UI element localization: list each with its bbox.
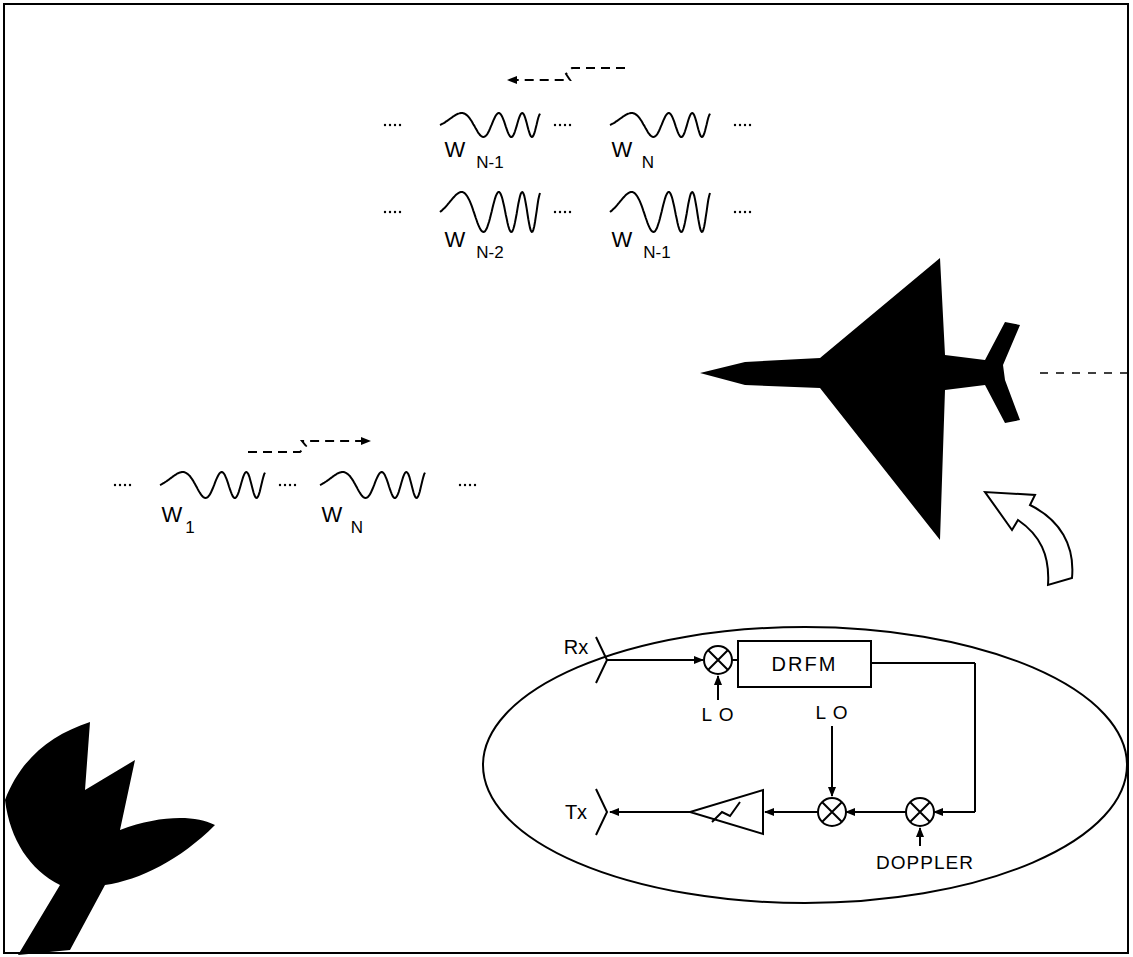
- ellipsis-dot: [464, 484, 466, 486]
- ellipsis-dot: [384, 211, 386, 213]
- ellipsis-dot: [554, 124, 556, 126]
- ellipsis-dot: [744, 211, 746, 213]
- waveform-subscript: N-1: [476, 154, 503, 171]
- ellipsis-dot: [129, 484, 131, 486]
- port-label: Rx: [564, 637, 588, 657]
- ellipsis-dot: [564, 124, 566, 126]
- waveform-letter: W: [162, 504, 183, 526]
- dashed-arrow: [508, 68, 625, 80]
- waveform-subscript: N: [642, 154, 654, 171]
- ellipsis-dot: [399, 124, 401, 126]
- waveform-subscript: N: [351, 519, 363, 536]
- ellipsis-dot: [289, 484, 291, 486]
- chirp-waveform: [440, 113, 540, 137]
- ellipsis-dot: [394, 124, 396, 126]
- ellipsis-dot: [389, 211, 391, 213]
- chirp-waveform: [320, 472, 425, 498]
- ellipsis-dot: [554, 211, 556, 213]
- port-label: Tx: [565, 802, 587, 822]
- ellipsis-dot: [394, 211, 396, 213]
- chirp-waveform: [610, 192, 710, 232]
- chirp-waveform: [440, 192, 540, 232]
- waveform-letter: W: [322, 504, 343, 526]
- flight-line: [1040, 372, 1133, 374]
- ellipsis-dot: [749, 124, 751, 126]
- bird-missile: [5, 722, 215, 955]
- jet-aircraft: [700, 258, 1020, 540]
- drfm-box: DRFM: [737, 640, 872, 688]
- ellipsis-dot: [119, 484, 121, 486]
- jammer-oval: [483, 627, 1127, 903]
- ellipsis-dot: [279, 484, 281, 486]
- waveform-letter: W: [612, 229, 633, 251]
- ellipsis-dot: [474, 484, 476, 486]
- waveforms: [160, 113, 710, 498]
- signal-label: L O: [814, 702, 851, 723]
- ellipsis-dot: [124, 484, 126, 486]
- ellipsis-dot: [284, 484, 286, 486]
- waveform-subscript: N-2: [476, 244, 503, 261]
- frame: [4, 4, 1128, 953]
- ellipsis-dot: [559, 124, 561, 126]
- jammer-schematic: [596, 637, 975, 846]
- chirp-waveform: [160, 472, 265, 498]
- ellipsis-dot: [744, 124, 746, 126]
- ellipsis-dots: [114, 124, 751, 486]
- ellipsis-dot: [734, 211, 736, 213]
- ellipsis-dot: [734, 124, 736, 126]
- ellipsis-dot: [459, 484, 461, 486]
- ellipsis-dot: [469, 484, 471, 486]
- ellipsis-dot: [389, 124, 391, 126]
- dashed-arrow: [248, 441, 370, 452]
- ellipsis-dot: [399, 211, 401, 213]
- ellipsis-dot: [559, 211, 561, 213]
- curved-arrow: [985, 492, 1072, 585]
- ellipsis-dot: [749, 211, 751, 213]
- ellipsis-dot: [569, 211, 571, 213]
- waveform-subscript: N-1: [643, 244, 670, 261]
- ellipsis-dot: [114, 484, 116, 486]
- block-label: DRFM: [772, 653, 838, 676]
- ellipsis-dot: [739, 124, 741, 126]
- ellipsis-dot: [294, 484, 296, 486]
- ellipsis-dot: [569, 124, 571, 126]
- ellipsis-dot: [739, 211, 741, 213]
- signal-label: DOPPLER: [874, 852, 976, 873]
- waveform-letter: W: [445, 229, 466, 251]
- waveform-letter: W: [612, 139, 633, 161]
- ellipsis-dot: [564, 211, 566, 213]
- chirp-waveform: [610, 113, 710, 137]
- ellipsis-dot: [384, 124, 386, 126]
- signal-label: L O: [700, 704, 737, 725]
- waveform-subscript: 1: [185, 519, 194, 536]
- waveform-letter: W: [445, 139, 466, 161]
